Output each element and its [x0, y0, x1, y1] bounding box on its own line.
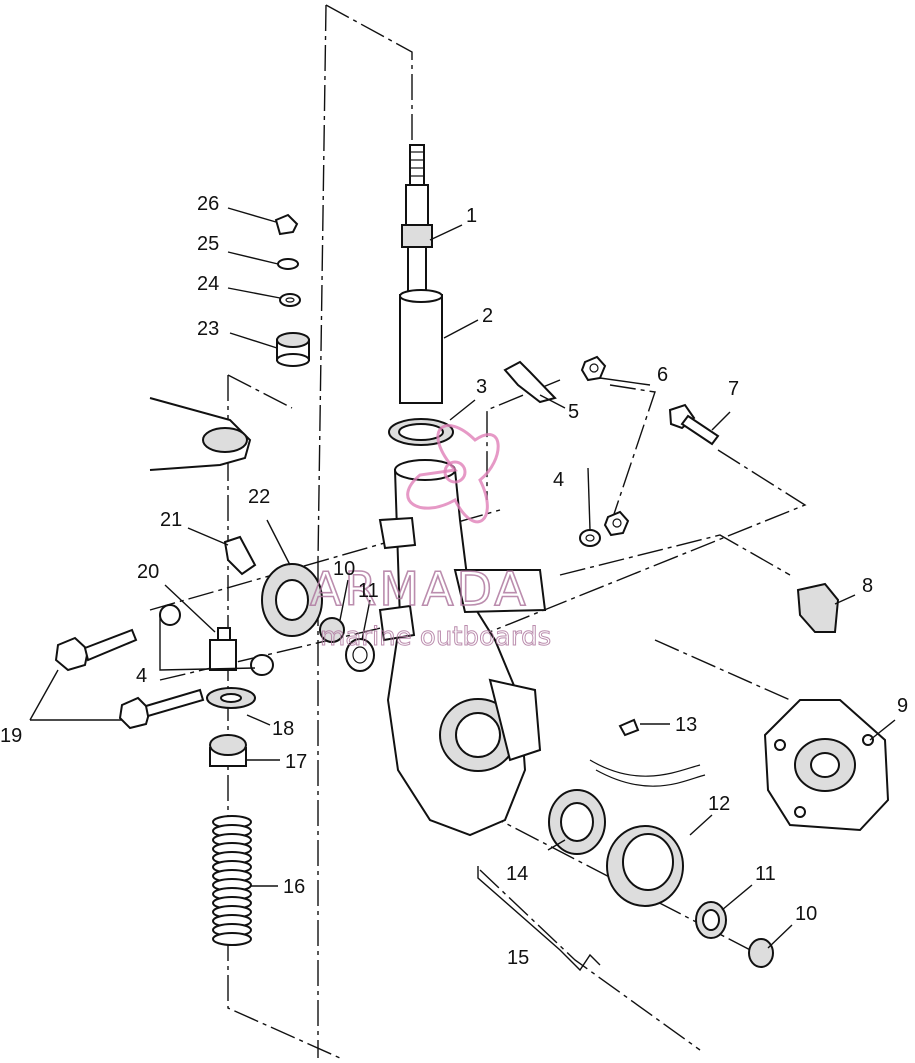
- lock-washer-part: [277, 258, 301, 307]
- callout-12: 12: [708, 793, 730, 815]
- callout-6: 6: [657, 364, 668, 386]
- callout-25: 25: [197, 233, 219, 255]
- oil-seal-part: [548, 789, 606, 855]
- flat-washer-part: [579, 529, 601, 547]
- adjuster-nut-part: [209, 627, 237, 671]
- callout-labels: 1 2 3 4 5 6 7 8 9 10 10 11 11 12 13 14 1…: [0, 193, 908, 969]
- callout-10-left: 10: [333, 558, 355, 580]
- callout-13: 13: [675, 714, 697, 736]
- callout-11-right: 11: [755, 863, 776, 885]
- watermark: ARMADA marine outboards: [309, 424, 552, 653]
- pump-housing-part: [763, 699, 890, 832]
- callout-17: 17: [285, 751, 307, 773]
- bracket-clip-part: [503, 360, 557, 404]
- callout-20: 20: [137, 561, 159, 583]
- hex-bolt-part: [54, 628, 205, 730]
- bearing-cup-part: [606, 825, 684, 907]
- thrust-washer-part: [695, 901, 727, 939]
- shaft-sleeve-part: [399, 289, 443, 404]
- spring-cap-part: [209, 734, 247, 767]
- mount-plate-part: [149, 397, 252, 471]
- bearing-ring-part: [388, 418, 454, 446]
- callout-26: 26: [197, 193, 219, 215]
- watermark-brand: ARMADA: [310, 562, 529, 616]
- callout-18: 18: [272, 718, 294, 740]
- driveshaft-part: [401, 144, 433, 298]
- callout-1: 1: [466, 205, 477, 227]
- callout-15: 15: [507, 947, 529, 969]
- callout-4-right: 4: [553, 469, 564, 491]
- plug-screw-part: [274, 213, 299, 236]
- spring-coil: [212, 932, 252, 946]
- callout-2: 2: [482, 305, 493, 327]
- coil-spring-part: [212, 815, 252, 946]
- pinion-gear-part: [319, 617, 774, 968]
- callout-8: 8: [862, 575, 873, 597]
- cap-screw-part: [668, 403, 720, 446]
- callout-4-left: 4: [136, 665, 147, 687]
- callout-24: 24: [197, 273, 219, 295]
- callout-16: 16: [283, 876, 305, 898]
- wire-lead-part: [589, 718, 706, 787]
- callout-23: 23: [197, 318, 219, 340]
- propeller-logo-icon: [406, 424, 500, 524]
- watermark-tagline: marine outboards: [320, 622, 551, 652]
- callout-14: 14: [506, 863, 528, 885]
- spacer-ring-part: [345, 638, 375, 672]
- callout-9: 9: [897, 695, 908, 717]
- callout-19: 19: [0, 725, 22, 747]
- grease-fitting-part: [223, 535, 257, 576]
- callout-22: 22: [248, 486, 270, 508]
- callout-3: 3: [476, 376, 487, 398]
- spring-seat-part: [206, 687, 256, 709]
- trim-tab-part: [796, 582, 840, 633]
- rubber-seal-part: [261, 563, 323, 637]
- bushing-part: [276, 332, 310, 367]
- callout-7: 7: [728, 378, 739, 400]
- callout-10-right: 10: [795, 903, 817, 925]
- callout-5: 5: [568, 401, 579, 423]
- callout-11-left: 11: [358, 580, 379, 602]
- callout-21: 21: [160, 509, 182, 531]
- leader-lines: [29, 207, 896, 972]
